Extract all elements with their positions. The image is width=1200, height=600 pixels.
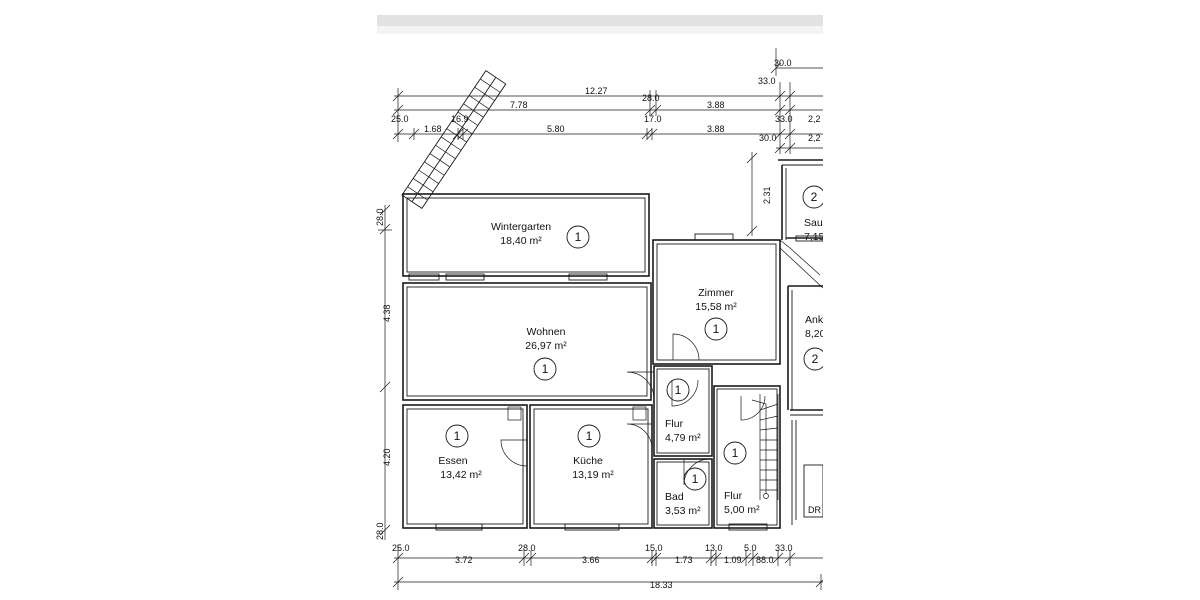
room-area-zimmer: 15,58 m² — [695, 301, 737, 313]
room-level-flur-2: 1 — [732, 446, 739, 460]
dim-bottom-13: 13.0 — [705, 543, 723, 553]
room-area-wohnen: 26,97 m² — [525, 340, 567, 352]
room-level-ankleide: 2 — [812, 352, 819, 366]
room-labels: Wintergarten 18,40 m² 1 Wohnen 26,97 m² … — [438, 190, 826, 517]
dim-bottom-15: 15.0 — [645, 543, 663, 553]
dim-top-25: 25.0 — [391, 114, 409, 124]
windows — [408, 233, 823, 531]
dim-bottom-28: 28.0 — [518, 543, 536, 553]
room-area-essen: 13,42 m² — [440, 469, 482, 481]
room-area-kueche: 13,19 m² — [572, 469, 614, 481]
room-name-wohnen: Wohnen — [527, 326, 566, 338]
dim-left-28-b: 28.0 — [375, 522, 385, 540]
dim-bottom-5: 5.0 — [744, 543, 757, 553]
room-area-wintergarten: 18,40 m² — [500, 235, 542, 247]
dim-top-30-a: 30.0 — [774, 58, 792, 68]
dim-bottom-3-66: 3.66 — [582, 555, 600, 565]
dim-left-4-20: 4.20 — [382, 448, 392, 466]
dim-top-16-9: 16.9 — [451, 114, 469, 124]
viewer-top-bar — [377, 15, 823, 26]
dim-top-12-27: 12.27 — [585, 86, 608, 96]
dim-top-17: 17.0 — [644, 114, 662, 124]
dim-top-30-b: 30.0 — [759, 133, 777, 143]
room-level-kueche: 1 — [586, 429, 593, 443]
dim-top-33-a: 33.0 — [758, 76, 776, 86]
top-dimension-lines — [392, 48, 823, 237]
partial-label-dr: DR — [808, 505, 821, 515]
room-name-essen: Essen — [438, 455, 467, 467]
room-area-bad: 3,53 m² — [665, 505, 701, 517]
doors — [500, 333, 766, 486]
room-name-flur-1: Flur — [665, 418, 684, 430]
room-name-flur-2: Flur — [724, 490, 743, 502]
room-level-sauna: 2 — [811, 190, 818, 204]
dim-top-33-b: 33.0 — [775, 114, 793, 124]
room-level-wohnen: 1 — [542, 362, 549, 376]
room-name-ankleide: Ank — [805, 314, 824, 326]
dim-bottom-25: 25.0 — [392, 543, 410, 553]
level-markers — [445, 185, 823, 491]
dimension-texts: 30.0 12.27 33.0 7.78 28.0 3.88 25.0 1.68… — [375, 58, 821, 590]
room-level-bad: 1 — [692, 472, 699, 486]
room-level-wintergarten: 1 — [575, 230, 582, 244]
room-name-sauna: Sau — [804, 217, 823, 229]
interior-stair — [751, 394, 779, 500]
room-area-sauna: 7,15 — [804, 231, 825, 243]
dim-bottom-1-09: 1.09 — [724, 555, 742, 565]
viewer-top-bar-shadow — [377, 26, 823, 34]
dim-left-28-a: 28.0 — [375, 208, 385, 226]
room-area-ankleide: 8,20 — [805, 328, 826, 340]
exterior-stair — [401, 70, 507, 210]
dim-top-2-2-b: 2,2 — [808, 133, 821, 143]
room-name-kueche: Küche — [573, 455, 603, 467]
room-level-essen: 1 — [454, 429, 461, 443]
room-area-flur-2: 5,00 m² — [724, 504, 760, 516]
dim-top-28: 28.0 — [642, 93, 660, 103]
dim-top-1-68: 1.68 — [424, 124, 442, 134]
room-area-flur-1: 4,79 m² — [665, 432, 701, 444]
room-name-bad: Bad — [665, 491, 684, 503]
dim-bottom-88: 88.0 — [756, 555, 774, 565]
dim-bottom-3-72: 3.72 — [455, 555, 473, 565]
dim-bottom-33: 33.0 — [775, 543, 793, 553]
dim-bottom-18-33: 18.33 — [650, 580, 673, 590]
room-name-wintergarten: Wintergarten — [491, 221, 551, 233]
dim-top-3-88-b: 3.88 — [707, 124, 725, 134]
dim-left-4-38: 4.38 — [382, 304, 392, 322]
dim-vertical-2-31: 2.31 — [762, 186, 772, 204]
dim-bottom-1-73: 1.73 — [675, 555, 693, 565]
bottom-dimension-lines — [392, 545, 823, 590]
dim-top-3-88-a: 3.88 — [707, 100, 725, 110]
room-level-flur-1: 1 — [675, 383, 682, 397]
dim-top-2-2-a: 2,2 — [808, 114, 821, 124]
dim-top-5-80: 5.80 — [547, 124, 565, 134]
left-dimension-lines — [378, 204, 392, 540]
dim-top-7-78: 7.78 — [510, 100, 528, 110]
room-level-zimmer: 1 — [713, 322, 720, 336]
room-name-zimmer: Zimmer — [698, 287, 734, 299]
